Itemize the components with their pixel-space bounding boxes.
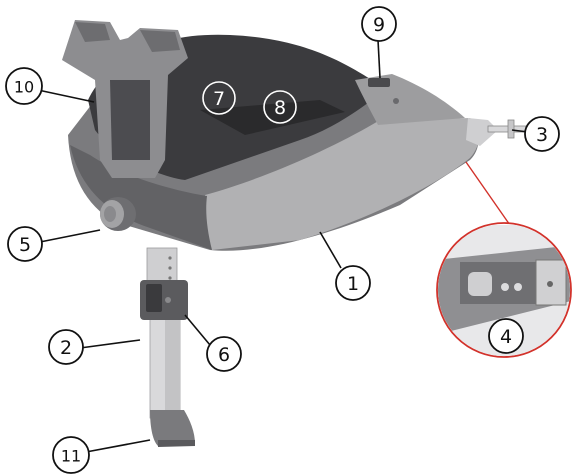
callout-6: 6	[206, 336, 242, 372]
callout-9-label: 9	[373, 14, 385, 36]
callout-1: 1	[335, 265, 371, 301]
callout-6-label: 6	[218, 344, 230, 366]
callout-5-label: 5	[19, 234, 31, 256]
isofix-connector	[466, 118, 527, 146]
callout-7-label: 7	[213, 88, 225, 110]
callout-11-label: 11	[61, 447, 81, 466]
callout-2: 2	[48, 329, 84, 365]
callout-10-label: 10	[14, 78, 34, 97]
leg-release-button	[140, 280, 188, 320]
callout-8-label: 8	[274, 97, 286, 119]
callout-8: 8	[263, 90, 297, 124]
callout-4: 4	[488, 318, 524, 354]
callout-11: 11	[52, 436, 90, 474]
adjust-knob	[100, 197, 136, 231]
connector-detail-view	[436, 161, 572, 358]
callout-9: 9	[361, 6, 397, 42]
leader-lines	[37, 39, 529, 453]
leg-foot	[150, 410, 195, 447]
callout-2-label: 2	[60, 337, 72, 359]
handle-frame	[62, 20, 188, 178]
callout-3: 3	[524, 116, 560, 152]
callout-7: 7	[202, 81, 236, 115]
support-leg	[146, 247, 181, 419]
callout-4-label: 4	[500, 326, 512, 348]
callout-1-label: 1	[347, 273, 359, 295]
callout-3-label: 3	[536, 124, 548, 146]
callout-10: 10	[5, 67, 43, 105]
callout-5: 5	[7, 226, 43, 262]
